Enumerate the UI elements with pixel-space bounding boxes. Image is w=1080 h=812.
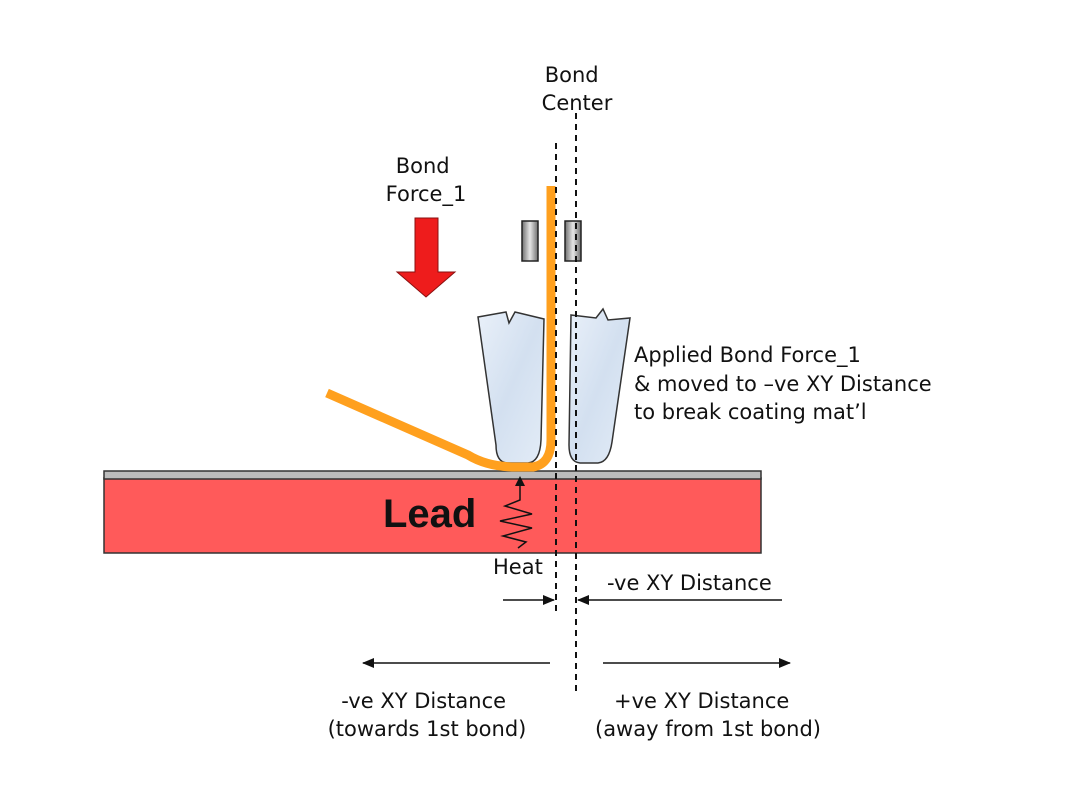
heat-label: Heat — [493, 555, 543, 579]
zigzag-heat-icon — [499, 476, 533, 549]
coating-layer — [103, 470, 762, 480]
lead-label: Lead — [383, 492, 476, 536]
down-arrow-icon — [395, 217, 457, 298]
neg-direction-label: -ve XY Distance (towards 1st bond) — [328, 689, 527, 741]
bond-force-label: Bond Force_1 — [386, 154, 467, 207]
capillary — [477, 307, 631, 464]
capillary-right — [568, 307, 631, 464]
wire-clamp-left — [521, 220, 539, 262]
offset-distance-label: -ve XY Distance — [607, 571, 772, 595]
wire-clamp-right — [564, 220, 582, 262]
capillary-left — [477, 311, 545, 464]
lead-block — [103, 477, 762, 554]
pos-direction-label: +ve XY Distance (away from 1st bond) — [595, 689, 821, 741]
bond-wire — [325, 186, 556, 472]
bond-center-label: Bond Center — [542, 63, 613, 115]
applied-force-note: Applied Bond Force_1 & moved to –ve XY D… — [634, 343, 938, 424]
